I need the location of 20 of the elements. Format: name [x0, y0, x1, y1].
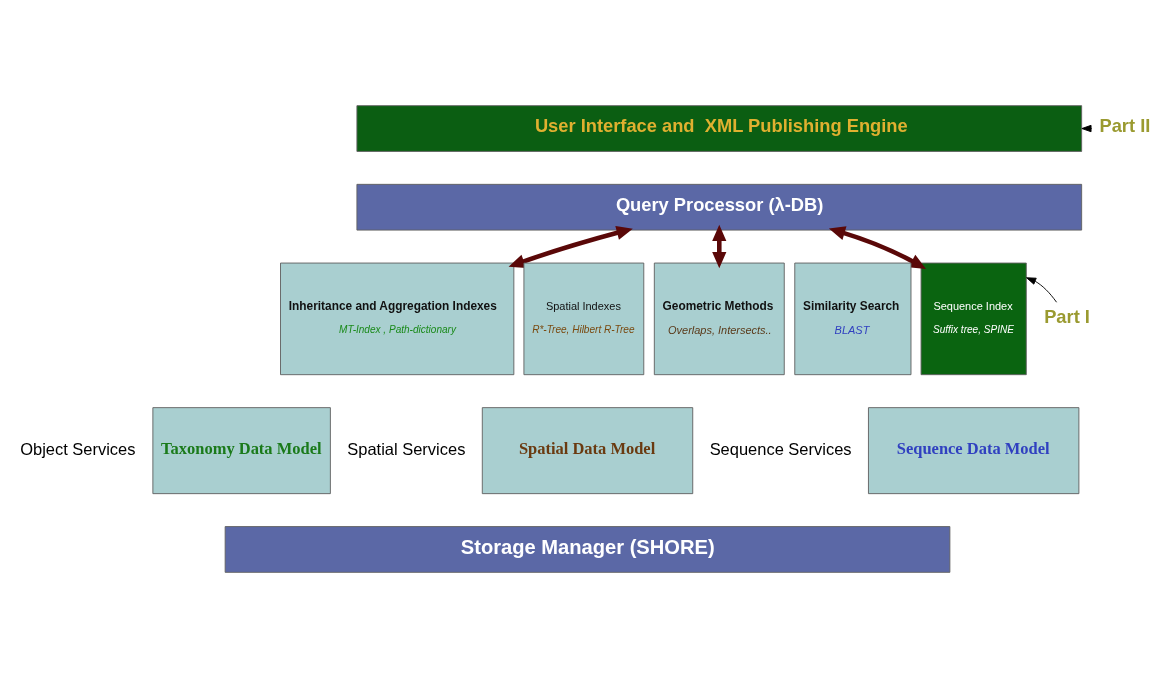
node-box: Similarity Search BLAST [794, 262, 912, 375]
node-box: Geometric Methods Overlaps, Intersects.. [653, 262, 785, 375]
node-box: Sequence Data Model [868, 406, 1080, 494]
node-box: Taxonomy Data Model [152, 406, 331, 494]
label: Object Services [20, 439, 136, 458]
node-box: User Interface and XML Publishing Engine [356, 104, 1083, 152]
node-box: Sequence Index Suffix tree, SPINE [920, 262, 1027, 375]
node-text: Part II [1099, 114, 1151, 136]
node-box: Query Processor (λ-DB) [356, 183, 1083, 231]
node-box: Spatial Data Model [481, 406, 694, 494]
arrow [1026, 276, 1058, 303]
node-box: Inheritance and Aggregation Indexes MT-Index , Path-dictionary [280, 262, 515, 375]
arrow [712, 224, 727, 268]
arrow [828, 225, 926, 269]
label: Spatial Services [347, 439, 466, 458]
node-box: Storage Manager (SHORE) [224, 525, 951, 573]
label: Sequence Services [709, 439, 852, 458]
node-text: Part I [1044, 305, 1090, 327]
node-box: Spatial Indexes R*-Tree, Hilbert R-Tree [523, 262, 645, 375]
arrow [508, 225, 633, 268]
